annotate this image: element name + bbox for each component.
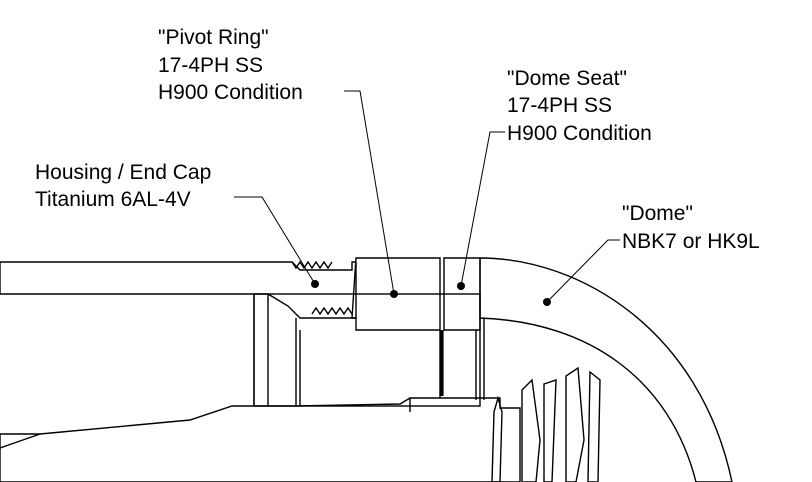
pivot-ring-label: "Pivot Ring" 17-4PH SS H900 Condition bbox=[158, 26, 303, 104]
housing-name: Housing / End Cap bbox=[35, 161, 211, 184]
inner-bore bbox=[253, 293, 481, 407]
dome-seat-leader bbox=[460, 131, 505, 287]
internal-element-2 bbox=[521, 378, 541, 482]
internal-element-4 bbox=[565, 366, 585, 482]
internal-element-1 bbox=[491, 395, 503, 482]
pivot-ring-material: 17-4PH SS bbox=[158, 54, 263, 77]
lower-body bbox=[0, 397, 521, 482]
housing-label: Housing / End Cap Titanium 6AL-4V bbox=[35, 161, 217, 211]
dome-seat-label: "Dome Seat" 17-4PH SS H900 Condition bbox=[507, 67, 652, 145]
housing-material: Titanium 6AL-4V bbox=[35, 188, 191, 211]
dome-leader bbox=[546, 239, 620, 303]
pivot-ring-name: "Pivot Ring" bbox=[158, 26, 269, 49]
dome-seat-condition: H900 Condition bbox=[507, 122, 652, 145]
dome-seat-name: "Dome Seat" bbox=[507, 67, 627, 90]
pivot-ring bbox=[351, 257, 441, 331]
internal-element-5 bbox=[587, 370, 601, 482]
dome-material: NBK7 or HK9L bbox=[622, 230, 760, 253]
pivot-ring-condition: H900 Condition bbox=[158, 81, 303, 104]
dome-label: "Dome" NBK7 or HK9L bbox=[622, 202, 760, 253]
pivot-ring-thread bbox=[311, 306, 353, 316]
housing-leader bbox=[234, 196, 316, 285]
dome-name: "Dome" bbox=[622, 202, 693, 225]
dome bbox=[479, 257, 733, 482]
housing-thread-top bbox=[291, 260, 333, 270]
pivot-ring-leader bbox=[344, 90, 395, 295]
housing-wall bbox=[0, 261, 357, 319]
internal-element-3 bbox=[543, 379, 557, 482]
dome-seat-material: 17-4PH SS bbox=[507, 94, 612, 117]
